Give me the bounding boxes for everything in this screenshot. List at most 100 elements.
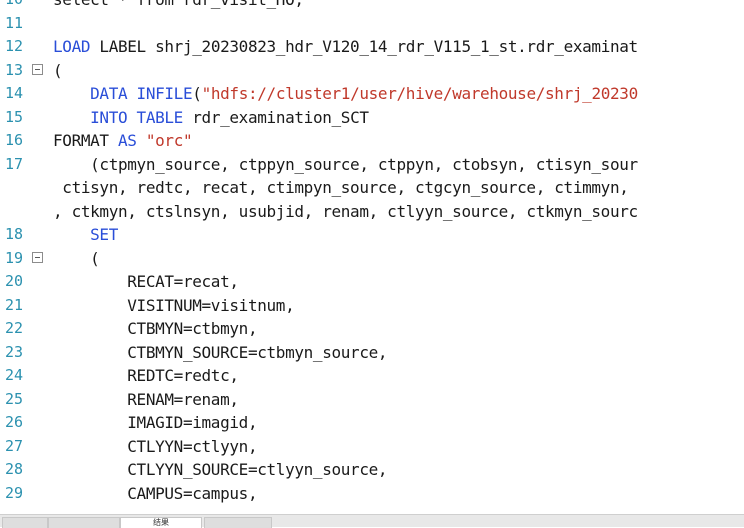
code-token xyxy=(53,225,90,244)
sql-keyword: DATA INFILE xyxy=(90,84,193,103)
code-text: DATA INFILE("hdfs://cluster1/user/hive/w… xyxy=(53,82,638,106)
line-number: 10 xyxy=(0,0,23,12)
code-line[interactable]: 15 INTO TABLE rdr_examination_SCT xyxy=(0,106,744,130)
line-number: 17 xyxy=(4,154,23,173)
code-line[interactable]: , ctkmyn, ctslnsyn, usubjid, renam, ctly… xyxy=(0,200,744,224)
result-tab-bar: 结果 xyxy=(0,514,744,528)
sql-editor[interactable]: 10 select * from rdr_visit_HO; 11 12 LOAD LA… xyxy=(0,0,744,514)
code-line[interactable]: 21 VISITNUM=visitnum, xyxy=(0,294,744,318)
code-text: FORMAT AS "orc" xyxy=(53,129,193,153)
code-token: ctisyn, redtc, recat, ctimpyn_source, ct… xyxy=(53,178,629,197)
code-text: LOAD LABEL shrj_20230823_hdr_V120_14_rdr… xyxy=(53,35,638,59)
code-token: RENAM=renam, xyxy=(53,389,239,409)
code-text: CTBMYN=ctbmyn, xyxy=(53,317,257,341)
sql-keyword: AS xyxy=(117,131,137,150)
line-number: 22 xyxy=(4,319,23,337)
code-line[interactable]: 23 CTBMYN_SOURCE=ctbmyn_source, xyxy=(0,341,744,365)
line-number: 25 xyxy=(4,389,23,408)
line-number-gutter xyxy=(0,0,30,514)
code-token: (ctpmyn_source, ctppyn_source, ctppyn, c… xyxy=(53,154,638,174)
code-token: VISITNUM=visitnum, xyxy=(53,295,295,315)
code-line[interactable]: 26 IMAGID=imagid, xyxy=(0,411,744,435)
line-number: 26 xyxy=(4,413,23,431)
line-number: 11 xyxy=(4,13,23,32)
code-token: rdr_examination_SCT xyxy=(182,107,369,127)
code-token xyxy=(53,108,90,127)
code-token: , ctkmyn, ctslnsyn, usubjid, renam, ctly… xyxy=(53,201,638,221)
code-text: , ctkmyn, ctslnsyn, usubjid, renam, ctly… xyxy=(53,200,638,224)
code-token: REDTC=redtc, xyxy=(53,366,239,385)
code-token: CTLYYN=ctlyyn, xyxy=(53,436,258,456)
sql-keyword: LOAD xyxy=(53,37,91,56)
line-number: 15 xyxy=(4,107,23,126)
code-token xyxy=(137,131,146,150)
code-token: CTBMYN_SOURCE=ctbmyn_source, xyxy=(53,342,388,362)
line-number: 24 xyxy=(4,366,23,384)
bottom-tab[interactable] xyxy=(2,517,48,528)
code-line[interactable]: 24 REDTC=redtc, xyxy=(0,364,744,388)
code-line[interactable]: 12 LOAD LABEL shrj_20230823_hdr_V120_14_r… xyxy=(0,35,744,59)
code-token: IMAGID=imagid, xyxy=(53,413,258,432)
code-text: IMAGID=imagid, xyxy=(53,411,257,435)
code-line[interactable]: 28 CTLYYN_SOURCE=ctlyyn_source, xyxy=(0,458,744,482)
code-text: CAMPUS=campus, xyxy=(53,482,257,506)
code-text: ctisyn, redtc, recat, ctimpyn_source, ct… xyxy=(53,176,629,200)
string-literal: "hdfs://cluster1/user/hive/warehouse/shr… xyxy=(201,84,639,103)
bottom-tab[interactable] xyxy=(48,517,120,528)
code-line[interactable]: 13 ( xyxy=(0,59,744,83)
code-text: (ctpmyn_source, ctppyn_source, ctppyn, c… xyxy=(53,153,638,177)
code-token: CTLYYN_SOURCE=ctlyyn_source, xyxy=(53,460,388,479)
code-text: RECAT=recat, xyxy=(53,270,239,294)
code-token: select * from rdr_visit_HO; xyxy=(53,0,304,9)
code-text: VISITNUM=visitnum, xyxy=(53,294,294,318)
code-text: select * from rdr_visit_HO; xyxy=(53,0,304,12)
code-line[interactable]: 25 RENAM=renam, xyxy=(0,388,744,412)
code-token: ( xyxy=(53,248,100,268)
code-token: ( xyxy=(192,84,202,103)
line-number: 13 xyxy=(4,60,23,79)
line-number: 27 xyxy=(4,436,23,455)
code-line[interactable]: 27 CTLYYN=ctlyyn, xyxy=(0,435,744,459)
code-line[interactable]: 11 xyxy=(0,12,744,36)
code-line[interactable]: 19 ( xyxy=(0,247,744,271)
code-token: LABEL shrj_20230823_hdr_V120_14_rdr_V115… xyxy=(90,37,638,56)
code-text: REDTC=redtc, xyxy=(53,364,239,388)
line-number: 21 xyxy=(4,295,23,314)
code-token: RECAT=recat, xyxy=(53,272,239,291)
code-text: SET xyxy=(53,223,118,247)
bottom-tab[interactable] xyxy=(204,517,272,528)
code-text: ( xyxy=(53,59,63,83)
code-token: CTBMYN=ctbmyn, xyxy=(53,319,258,338)
line-number: 29 xyxy=(4,483,23,502)
sql-keyword: SET xyxy=(90,225,118,244)
line-number: 12 xyxy=(4,37,23,55)
code-text: RENAM=renam, xyxy=(53,388,239,412)
code-line[interactable]: 22 CTBMYN=ctbmyn, xyxy=(0,317,744,341)
line-number: 18 xyxy=(4,225,23,243)
sql-keyword: INTO TABLE xyxy=(90,107,183,127)
line-number: 20 xyxy=(4,272,23,290)
code-line[interactable]: 29 CAMPUS=campus, xyxy=(0,482,744,506)
collapse-icon[interactable] xyxy=(32,251,43,263)
code-line[interactable]: 20 RECAT=recat, xyxy=(0,270,744,294)
line-number: 14 xyxy=(4,84,23,102)
code-line[interactable]: 14 DATA INFILE("hdfs://cluster1/user/hiv… xyxy=(0,82,744,106)
code-line[interactable]: 18 SET xyxy=(0,223,744,247)
code-line[interactable]: 17 (ctpmyn_source, ctppyn_source, ctppyn… xyxy=(0,153,744,177)
code-text: CTLYYN=ctlyyn, xyxy=(53,435,257,459)
code-line[interactable]: 10 select * from rdr_visit_HO; xyxy=(0,0,744,12)
code-line[interactable]: ctisyn, redtc, recat, ctimpyn_source, ct… xyxy=(0,176,744,200)
code-text: ( xyxy=(53,247,100,271)
collapse-icon[interactable] xyxy=(32,63,43,75)
bottom-tab[interactable]: 结果 xyxy=(120,517,202,528)
line-number: 23 xyxy=(4,342,23,361)
code-token: ( xyxy=(53,60,63,80)
string-literal: "orc" xyxy=(145,131,193,150)
code-text: CTBMYN_SOURCE=ctbmyn_source, xyxy=(53,341,387,365)
code-token: FORMAT xyxy=(53,131,118,150)
line-number: 19 xyxy=(4,248,23,267)
code-text: INTO TABLE rdr_examination_SCT xyxy=(53,106,369,130)
code-token xyxy=(53,84,90,103)
code-text: CTLYYN_SOURCE=ctlyyn_source, xyxy=(53,458,387,482)
